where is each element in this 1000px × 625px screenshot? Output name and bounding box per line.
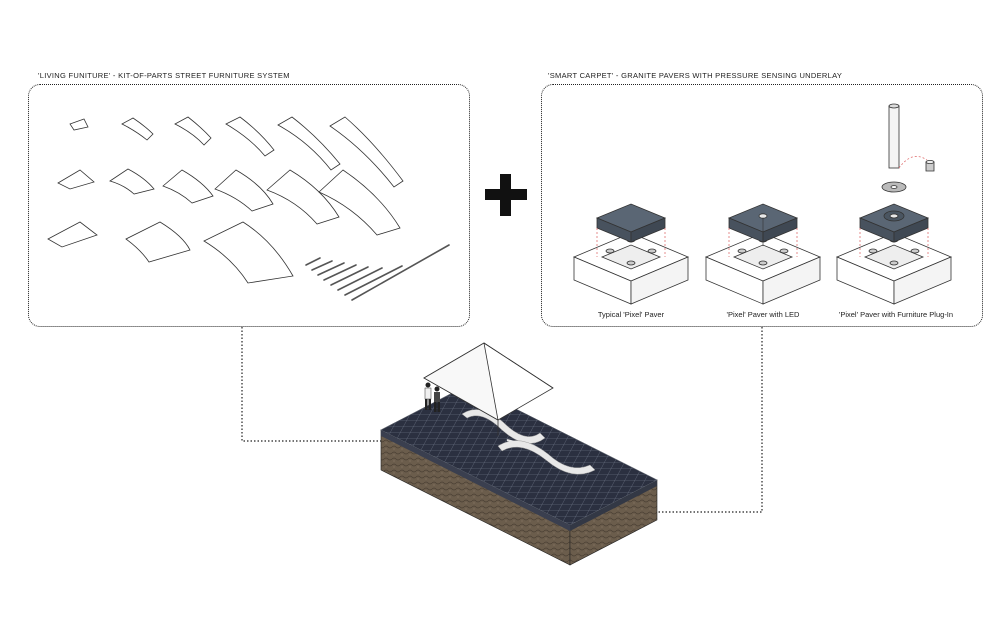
smart-carpet-panel xyxy=(541,84,983,327)
bench-segment xyxy=(125,221,191,263)
right-panel-title: 'SMART CARPET' - GRANITE PAVERS WITH PRE… xyxy=(548,71,843,80)
furniture-kit-panel xyxy=(28,84,470,327)
caption-led: 'Pixel' Paver with LED xyxy=(726,310,800,319)
bench-segment xyxy=(318,169,401,236)
bench-segment xyxy=(329,116,404,188)
furniture-parts xyxy=(47,116,404,284)
led-icon xyxy=(758,213,768,219)
umbrella-icon xyxy=(423,342,554,436)
plus-icon xyxy=(485,174,527,216)
bench-segment xyxy=(57,169,95,190)
paver-plugin xyxy=(835,103,953,305)
paver-led xyxy=(704,203,822,305)
left-panel-title: 'LIVING FUNITURE' - KIT-OF-PARTS STREET … xyxy=(38,71,290,80)
bench-segment xyxy=(214,169,274,212)
people-icon xyxy=(424,382,440,412)
caption-plugin: 'Pixel' Paver with Furniture Plug-In xyxy=(838,310,954,319)
bench-segment xyxy=(47,221,98,248)
bench-segment xyxy=(277,116,341,171)
caption-typical: Typical 'Pixel' Paver xyxy=(597,310,665,319)
paver-typical xyxy=(572,203,690,305)
bench-segment xyxy=(203,221,294,284)
curved-bench xyxy=(497,440,596,475)
bench-segment xyxy=(174,116,212,146)
bench-segment xyxy=(162,169,214,204)
bench-segment xyxy=(225,116,275,157)
bench-segment xyxy=(266,169,340,225)
bench-segment xyxy=(121,117,154,141)
site-block xyxy=(380,384,658,566)
bench-segment xyxy=(69,118,89,131)
light-pole-icon xyxy=(888,103,900,169)
bench-segment xyxy=(109,168,155,195)
rod-set xyxy=(305,244,450,301)
